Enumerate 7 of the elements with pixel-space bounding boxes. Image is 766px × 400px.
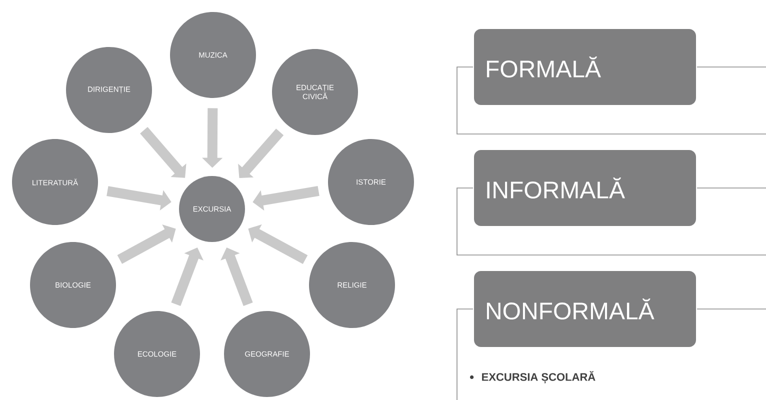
rounded-box: FORMALĂ (474, 29, 696, 105)
rounded-box: INFORMALĂ (474, 150, 696, 226)
block-arrow (220, 248, 253, 306)
block-arrow (117, 224, 176, 264)
rounded-box: NONFORMALĂ (474, 271, 696, 347)
bullet-item: EXCURSIA ȘCOLARĂ (482, 371, 596, 384)
block-arrow (140, 126, 186, 178)
